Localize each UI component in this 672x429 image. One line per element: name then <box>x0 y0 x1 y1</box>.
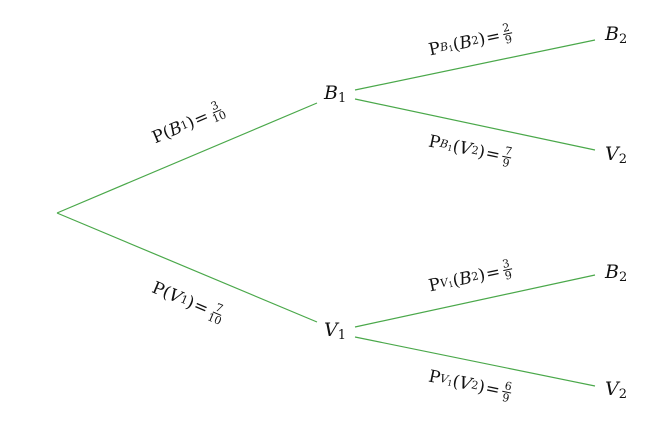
branch-v1-b2 <box>354 274 596 328</box>
node-v2-top: V2 <box>605 143 628 167</box>
node-letter: V <box>324 319 338 341</box>
node-b2-top: B2 <box>605 23 628 47</box>
denominator: 9 <box>503 268 514 283</box>
denominator: 9 <box>503 32 514 47</box>
node-sub: 2 <box>618 270 628 285</box>
denominator: 9 <box>501 390 511 406</box>
node-b1: B1 <box>324 82 347 106</box>
node-sub: 2 <box>618 32 628 47</box>
node-v2-bottom: V2 <box>605 378 628 402</box>
branch-b1-b2 <box>354 39 596 91</box>
equals-sign: = <box>483 377 502 401</box>
node-letter: B <box>605 23 619 45</box>
branch-root-b1 <box>56 102 318 214</box>
node-v1: V1 <box>324 319 347 343</box>
node-sub: 1 <box>337 328 347 343</box>
node-b2-bottom: B2 <box>605 261 628 285</box>
equals-sign: = <box>483 261 502 285</box>
branch-root-v1 <box>56 212 318 323</box>
node-sub: 2 <box>618 152 628 167</box>
node-letter: B <box>324 82 338 104</box>
equals-sign: = <box>483 142 502 166</box>
node-letter: V <box>605 378 619 400</box>
equals-sign: = <box>484 25 503 48</box>
branch-v1-v2 <box>354 336 596 387</box>
node-letter: V <box>605 143 619 165</box>
branch-b1-v2 <box>354 98 596 151</box>
node-sub: 2 <box>618 387 628 402</box>
node-letter: B <box>605 261 619 283</box>
node-sub: 1 <box>337 91 347 106</box>
denominator: 9 <box>501 156 511 171</box>
